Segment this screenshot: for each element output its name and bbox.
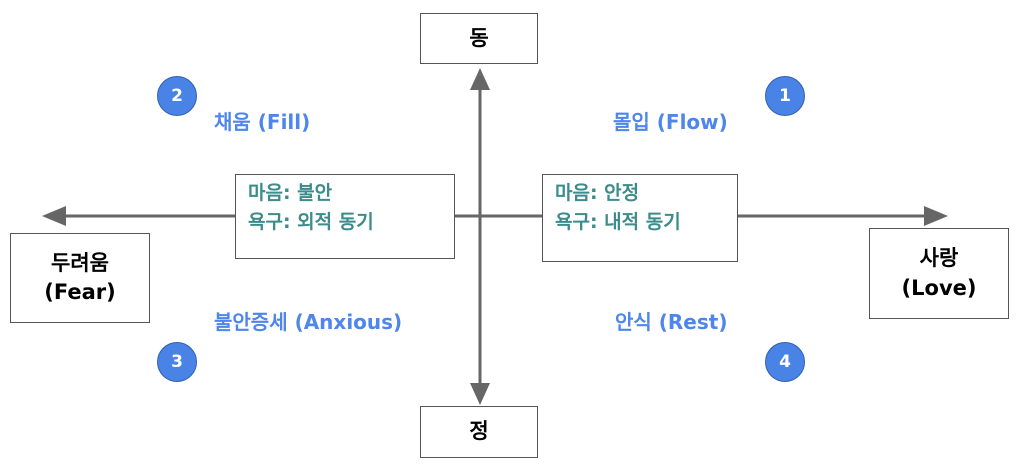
top-arrowhead bbox=[470, 68, 490, 90]
axis-top-box: 동 bbox=[420, 13, 538, 64]
mind-box-left: 마음: 불안 욕구: 외적 동기 bbox=[235, 174, 455, 259]
mind-right-line-2: 욕구: 내적 동기 bbox=[555, 211, 681, 234]
quadrant-4-badge: 4 bbox=[765, 342, 805, 382]
mind-left-line-2: 욕구: 외적 동기 bbox=[248, 211, 374, 234]
mind-box-right: 마음: 안정 욕구: 내적 동기 bbox=[542, 174, 738, 262]
axis-right-label-english: (Love) bbox=[901, 275, 977, 300]
quadrant-1-label: 몰입 (Flow) bbox=[613, 110, 728, 134]
quadrant-3-badge: 3 bbox=[157, 342, 197, 382]
quadrant-4-label: 안식 (Rest) bbox=[615, 310, 728, 334]
axis-left-box: 두려움 (Fear) bbox=[10, 233, 150, 323]
bottom-arrowhead bbox=[470, 383, 490, 405]
axis-bottom-box: 정 bbox=[420, 406, 538, 458]
axis-top-label: 동 bbox=[469, 25, 489, 50]
axis-right-box: 사랑 (Love) bbox=[869, 228, 1009, 319]
right-arrowhead bbox=[924, 206, 948, 226]
quadrant-2-label: 채움 (Fill) bbox=[214, 110, 311, 134]
mind-left-line-1: 마음: 불안 bbox=[248, 182, 333, 204]
axis-left-label-english: (Fear) bbox=[44, 280, 116, 304]
quadrant-2-badge: 2 bbox=[157, 76, 197, 116]
quadrant-1-badge: 1 bbox=[765, 76, 805, 116]
axis-bottom-label: 정 bbox=[469, 419, 489, 444]
quadrant-3-label: 불안증세 (Anxious) bbox=[214, 310, 403, 334]
mind-right-line-1: 마음: 안정 bbox=[555, 182, 640, 204]
axis-left-label-korean: 두려움 bbox=[51, 250, 109, 275]
axis-right-label-korean: 사랑 bbox=[919, 246, 959, 271]
left-arrowhead bbox=[42, 206, 66, 226]
